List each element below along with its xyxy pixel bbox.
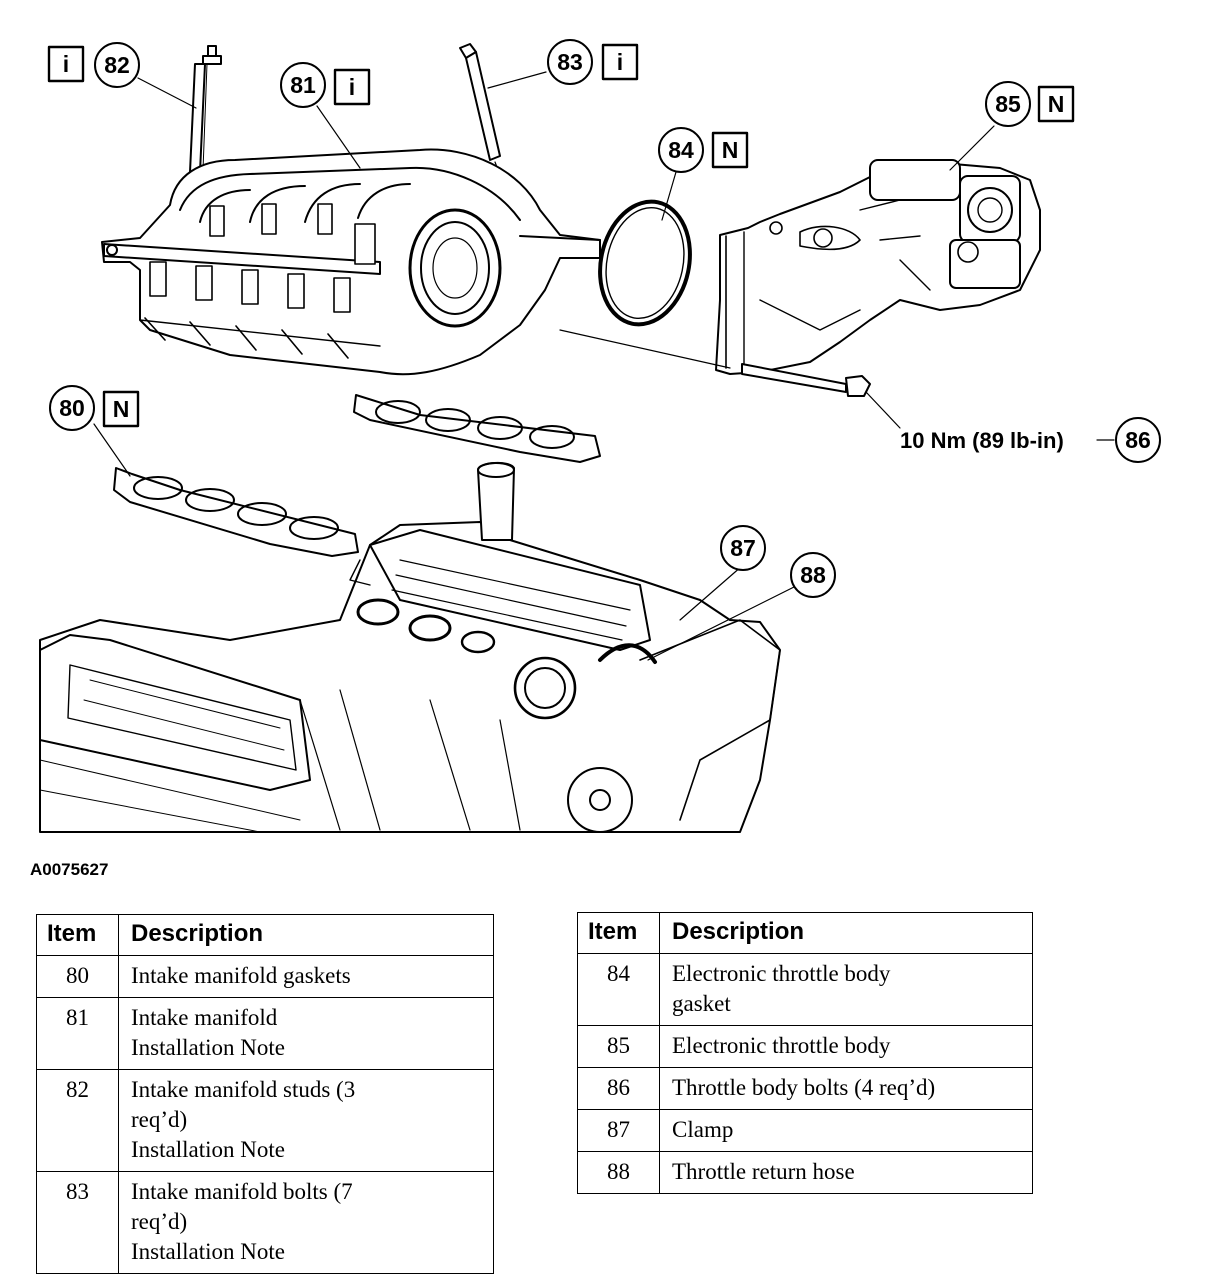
item-description: Throttle body bolts (4 req’d) xyxy=(659,1067,1033,1110)
intake-manifold-drawing xyxy=(101,148,601,376)
legend-table-left: Item Description 80 Intake manifold gaske… xyxy=(36,914,494,1274)
description-line: Throttle return hose xyxy=(672,1159,855,1184)
leader-88 xyxy=(647,585,797,661)
item-number: 81 xyxy=(36,997,119,1070)
table-header-row: Item Description xyxy=(577,912,1033,954)
description-line: Installation Note xyxy=(131,1035,285,1060)
callout-85: 85 N xyxy=(985,81,1075,127)
callout-83: 83 i xyxy=(547,39,639,85)
item-number: 86 xyxy=(577,1067,660,1110)
svg-text:82: 82 xyxy=(104,52,130,78)
description-line: Intake manifold studs (3 xyxy=(131,1077,356,1102)
svg-text:80: 80 xyxy=(59,395,85,421)
svg-text:83: 83 xyxy=(557,49,583,75)
description-line: Clamp xyxy=(672,1117,734,1142)
leader-lines xyxy=(93,71,1115,661)
item-column-header: Item xyxy=(577,912,660,954)
table-row: 82 Intake manifold studs (3 req’d) Installa… xyxy=(36,1069,494,1172)
throttle-body-bolt-drawing xyxy=(559,329,901,429)
item-description: Clamp xyxy=(659,1109,1033,1152)
item-description: Electronic throttle body gasket xyxy=(659,953,1033,1026)
callout-80: 80 N xyxy=(49,385,140,431)
callout-84: 84 N xyxy=(658,127,749,173)
table-row: 80 Intake manifold gaskets xyxy=(36,955,494,998)
item-description: Intake manifold studs (3 req’d) Installati… xyxy=(118,1069,494,1172)
leader-87 xyxy=(679,565,743,621)
svg-text:i: i xyxy=(617,49,623,75)
description-line: Electronic throttle body xyxy=(672,1033,891,1058)
throttle-body-gasket-drawing xyxy=(598,199,692,327)
torque-label: 10 Nm (89 lb-in) xyxy=(900,428,1064,453)
callout-81: 81 i xyxy=(280,62,371,108)
intake-manifold-stud-drawing xyxy=(183,45,222,201)
leader-82 xyxy=(137,77,197,109)
description-line: Throttle body bolts (4 req’d) xyxy=(672,1075,936,1100)
table-header-row: Item Description xyxy=(36,914,494,956)
figure-id: A0075627 xyxy=(30,860,109,879)
leader-81 xyxy=(316,105,361,169)
svg-text:85: 85 xyxy=(995,91,1021,117)
svg-text:N: N xyxy=(1048,91,1065,117)
item-number: 84 xyxy=(577,953,660,1026)
item-number: 80 xyxy=(36,955,119,998)
exploded-view-diagram: i 82 81 i 83 i 84 N 85 N 80 N 10 Nm (89 … xyxy=(39,39,1161,833)
svg-text:81: 81 xyxy=(290,72,316,98)
item-number: 82 xyxy=(36,1069,119,1172)
description-line: Intake manifold bolts (7 xyxy=(131,1179,353,1204)
table-row: 83 Intake manifold bolts (7 req’d) Installa… xyxy=(36,1171,494,1274)
intake-manifold-gaskets-drawing xyxy=(113,394,601,557)
description-line: Installation Note xyxy=(131,1239,285,1264)
svg-text:88: 88 xyxy=(800,562,826,588)
leader-85 xyxy=(949,125,995,171)
item-description: Electronic throttle body xyxy=(659,1025,1033,1068)
description-column-header: Description xyxy=(118,914,494,956)
item-number: 83 xyxy=(36,1171,119,1274)
description-column-header: Description xyxy=(659,912,1033,954)
svg-text:i: i xyxy=(63,51,69,77)
svg-text:N: N xyxy=(113,396,130,422)
leader-83 xyxy=(487,71,547,89)
leader-80 xyxy=(93,423,131,477)
item-description: Intake manifold gaskets xyxy=(118,955,494,998)
svg-text:84: 84 xyxy=(668,137,694,163)
table-row: 86 Throttle body bolts (4 req’d) xyxy=(577,1067,1033,1110)
item-description: Throttle return hose xyxy=(659,1151,1033,1194)
table-row: 88 Throttle return hose xyxy=(577,1151,1033,1194)
engine-block-drawing xyxy=(39,462,781,833)
item-number: 87 xyxy=(577,1109,660,1152)
callout-86: 10 Nm (89 lb-in) 86 xyxy=(900,417,1161,463)
leader-84 xyxy=(661,171,677,221)
description-line: Installation Note xyxy=(131,1137,285,1162)
description-line: Intake manifold gaskets xyxy=(131,963,351,988)
callout-88: 88 xyxy=(790,552,836,598)
svg-text:N: N xyxy=(722,137,739,163)
table-row: 84 Electronic throttle body gasket xyxy=(577,953,1033,1026)
item-description: Intake manifold bolts (7 req’d) Installati… xyxy=(118,1171,494,1274)
item-number: 88 xyxy=(577,1151,660,1194)
description-line: req’d) xyxy=(131,1107,188,1132)
table-row: 85 Electronic throttle body xyxy=(577,1025,1033,1068)
electronic-throttle-body-drawing xyxy=(715,159,1041,375)
description-line: Intake manifold xyxy=(131,1005,278,1030)
description-line: Electronic throttle body xyxy=(672,961,891,986)
description-line: req’d) xyxy=(131,1209,188,1234)
description-line: gasket xyxy=(672,991,731,1016)
table-row: 87 Clamp xyxy=(577,1109,1033,1152)
callout-82: i 82 xyxy=(47,42,140,88)
callout-87: 87 xyxy=(720,525,766,571)
svg-text:86: 86 xyxy=(1125,427,1151,453)
svg-text:87: 87 xyxy=(730,535,756,561)
svg-text:i: i xyxy=(349,74,355,100)
item-column-header: Item xyxy=(36,914,119,956)
item-number: 85 xyxy=(577,1025,660,1068)
